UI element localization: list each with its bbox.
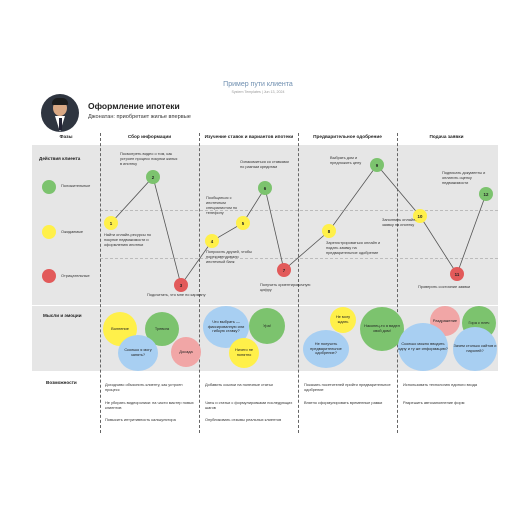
row-header-opportunities: Возможности <box>46 380 77 385</box>
column-header-phases: Фазы <box>59 134 73 139</box>
opportunity-item: Показать посетителей прийти предваритель… <box>304 382 391 392</box>
column-header-rates: Изучение ставок и вариантов ипотеки <box>204 134 294 139</box>
divider-negative <box>100 258 498 259</box>
opportunity-item: Использовать технологию единого входа <box>403 382 478 387</box>
emotion-bubble: Наконец-то я видел свой дом! <box>360 307 404 351</box>
column-divider <box>298 133 299 433</box>
legend-expected-label: Ожидаемые <box>61 229 84 234</box>
legend-positive-dot <box>42 180 56 194</box>
opportunity-item: Опубликовать отзывы реальных клиентов <box>205 417 282 422</box>
step-dot-2: 2 <box>146 170 160 184</box>
step-label-4: Попросить друзей, чтобы порекомендовали … <box>206 249 252 264</box>
persona-label: Джонатан: приобретает жилье впервые <box>88 114 191 120</box>
step-label-5: Пообщаться с ипотечным специалистом по т… <box>206 195 238 215</box>
emotion-bubble: Ура! <box>249 308 285 344</box>
legend-negative-dot <box>42 269 56 283</box>
opportunity-item: Доходчиво объяснить клиенту, как устроен… <box>105 382 183 392</box>
step-label-9: Выбрать дом и предложить цену <box>330 155 362 165</box>
column-divider <box>100 133 101 433</box>
step-dot-10: 10 <box>413 209 427 223</box>
column-header-info: Сбор информации <box>127 134 172 139</box>
legend-negative-label: Отрицательные <box>61 273 90 278</box>
journey-heading: Оформление ипотеки <box>88 101 180 111</box>
emotion-bubble: Зачем столько сайтов и паролей? <box>453 327 497 371</box>
step-label-12: Подписать документы и оплатить оценку не… <box>442 170 486 185</box>
emotion-bubble: Ничего не понятно <box>229 338 259 368</box>
step-label-8: Зарегистрироваться онлайн и подать заявк… <box>326 240 381 255</box>
opportunity-item: Не убирать видеоролики: на части мастер … <box>105 400 194 410</box>
emotion-bubble: Досада <box>171 337 201 367</box>
page-subtitle: System Templates | Jun 13, 2024 <box>231 90 285 94</box>
step-dot-4: 4 <box>205 234 219 248</box>
step-dot-9: 9 <box>370 158 384 172</box>
column-divider <box>199 133 200 433</box>
step-dot-1: 1 <box>104 216 118 230</box>
opportunity-item: Повысить интуитивность калькулятора <box>105 417 176 422</box>
opportunity-item: Разрешить автозаполнение форм <box>403 400 465 405</box>
step-dot-5: 5 <box>236 216 250 230</box>
column-header-application: Подача заявки <box>429 134 464 139</box>
step-dot-6: 6 <box>258 181 272 195</box>
step-label-10: Заполнить онлайн-заявку на ипотеку <box>382 217 417 227</box>
divider-expected <box>100 210 498 211</box>
opportunity-item: Чаты и статьи с формулировками последующ… <box>205 400 293 410</box>
opportunity-item: Внятно сформулировать временные рамки <box>304 400 383 405</box>
step-label-7: Получить ориентировочную цифру <box>260 282 311 292</box>
emotion-bubble: Что выбрать — фиксированную или гибкую с… <box>203 306 249 348</box>
opportunity-item: Добавить ссылки на полезные статьи <box>205 382 273 387</box>
column-divider <box>397 133 398 433</box>
avatar <box>41 94 79 132</box>
step-dot-8: 8 <box>322 224 336 238</box>
emotion-bubble: Сколько можно вводить одну и ту же инфор… <box>398 323 448 371</box>
step-dot-3: 3 <box>174 278 188 292</box>
page-title: Пример пути клиента <box>223 81 293 88</box>
column-header-preapproval: Предварительное одобрение <box>313 134 382 139</box>
step-dot-11: 11 <box>450 267 464 281</box>
step-label-11: Проверить состояние заявки <box>418 284 471 289</box>
legend-positive-label: Положительные <box>61 183 91 188</box>
step-label-1: Найти онлайн-ресурсы по покупке недвижим… <box>104 232 151 247</box>
step-label-2: Посмотреть видео о том, как устроен проц… <box>120 151 178 166</box>
step-dot-7: 7 <box>277 263 291 277</box>
step-dot-12: 12 <box>479 187 493 201</box>
emotion-bubble: Не могу ждать <box>330 307 356 333</box>
step-label-6: Ознакомиться со ставками по разным креди… <box>240 159 289 169</box>
emotion-bubble: Не получить предварительное одобрение? <box>303 330 349 368</box>
legend-expected-dot <box>42 225 56 239</box>
row-header-actions: Действия клиента <box>39 156 81 161</box>
step-label-3: Подсчитать, что мне по карману <box>147 292 206 297</box>
row-header-thoughts: Мысли и эмоции <box>43 313 82 318</box>
emotion-bubble: Сколько я могу занять? <box>118 335 158 371</box>
